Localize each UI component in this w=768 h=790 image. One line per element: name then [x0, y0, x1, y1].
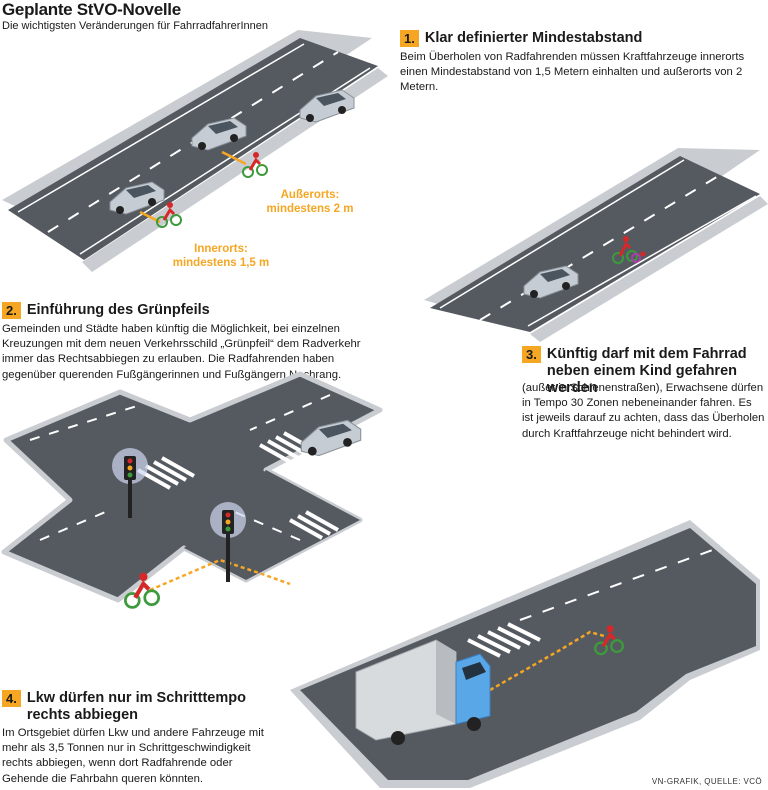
- cyclist-icon: [124, 572, 160, 609]
- section-1-title: Klar definierter Mindestabstand: [424, 30, 643, 46]
- car-icon: [299, 89, 355, 123]
- cyclist-icon: [594, 625, 624, 656]
- truck-icon: [355, 639, 491, 745]
- car-icon: [109, 181, 165, 215]
- cyclist-icon: [612, 236, 646, 264]
- section-2-body: Gemeinden und Städte haben künftig die M…: [2, 323, 361, 381]
- section-3-title: Künftig darf mit dem Fahrrad neben einem…: [546, 346, 747, 396]
- car-icon: [523, 265, 579, 299]
- section-4-heading: 4. Lkw dürfen nur im Schritttempo rechts…: [2, 690, 282, 724]
- section-2-number: 2.: [2, 302, 21, 319]
- section-3-heading: 3. Künftig darf mit dem Fahrrad neben ei…: [522, 346, 762, 397]
- cyclist-icon: [242, 152, 268, 178]
- label-ausserorts: Außerorts: mindestens 2 m: [266, 189, 354, 215]
- section-2-heading: 2. Einführung des Grünpfeils: [2, 302, 362, 319]
- page-subtitle: Die wichtigsten Veränderungen für Fahrra…: [2, 20, 268, 32]
- section-4-number: 4.: [2, 690, 21, 707]
- section-4-body: Im Ortsgebiet dürfen Lkw und andere Fahr…: [2, 727, 264, 785]
- label-innerorts: Innerorts: mindestens 1,5 m: [172, 243, 270, 269]
- car-icon: [191, 117, 247, 151]
- section-1-body: Beim Überholen von Radfahrenden müssen K…: [400, 51, 745, 94]
- section-1-heading: 1. Klar definierter Mindestabstand: [400, 30, 760, 47]
- section-1-number: 1.: [400, 30, 419, 47]
- section-4-title: Lkw dürfen nur im Schritttempo rechts ab…: [26, 690, 246, 723]
- car-icon: [300, 419, 362, 457]
- section-3-number: 3.: [522, 346, 541, 363]
- source-credit: VN-GRAFIK, QUELLE: VCÖ: [651, 777, 762, 786]
- section-3-body: (außer in Schienenstraßen), Erwachsene d…: [522, 382, 765, 440]
- cyclist-icon: [156, 202, 182, 228]
- section-2-title: Einführung des Grünpfeils: [26, 302, 210, 318]
- page-title: Geplante StVO-Novelle: [2, 0, 181, 19]
